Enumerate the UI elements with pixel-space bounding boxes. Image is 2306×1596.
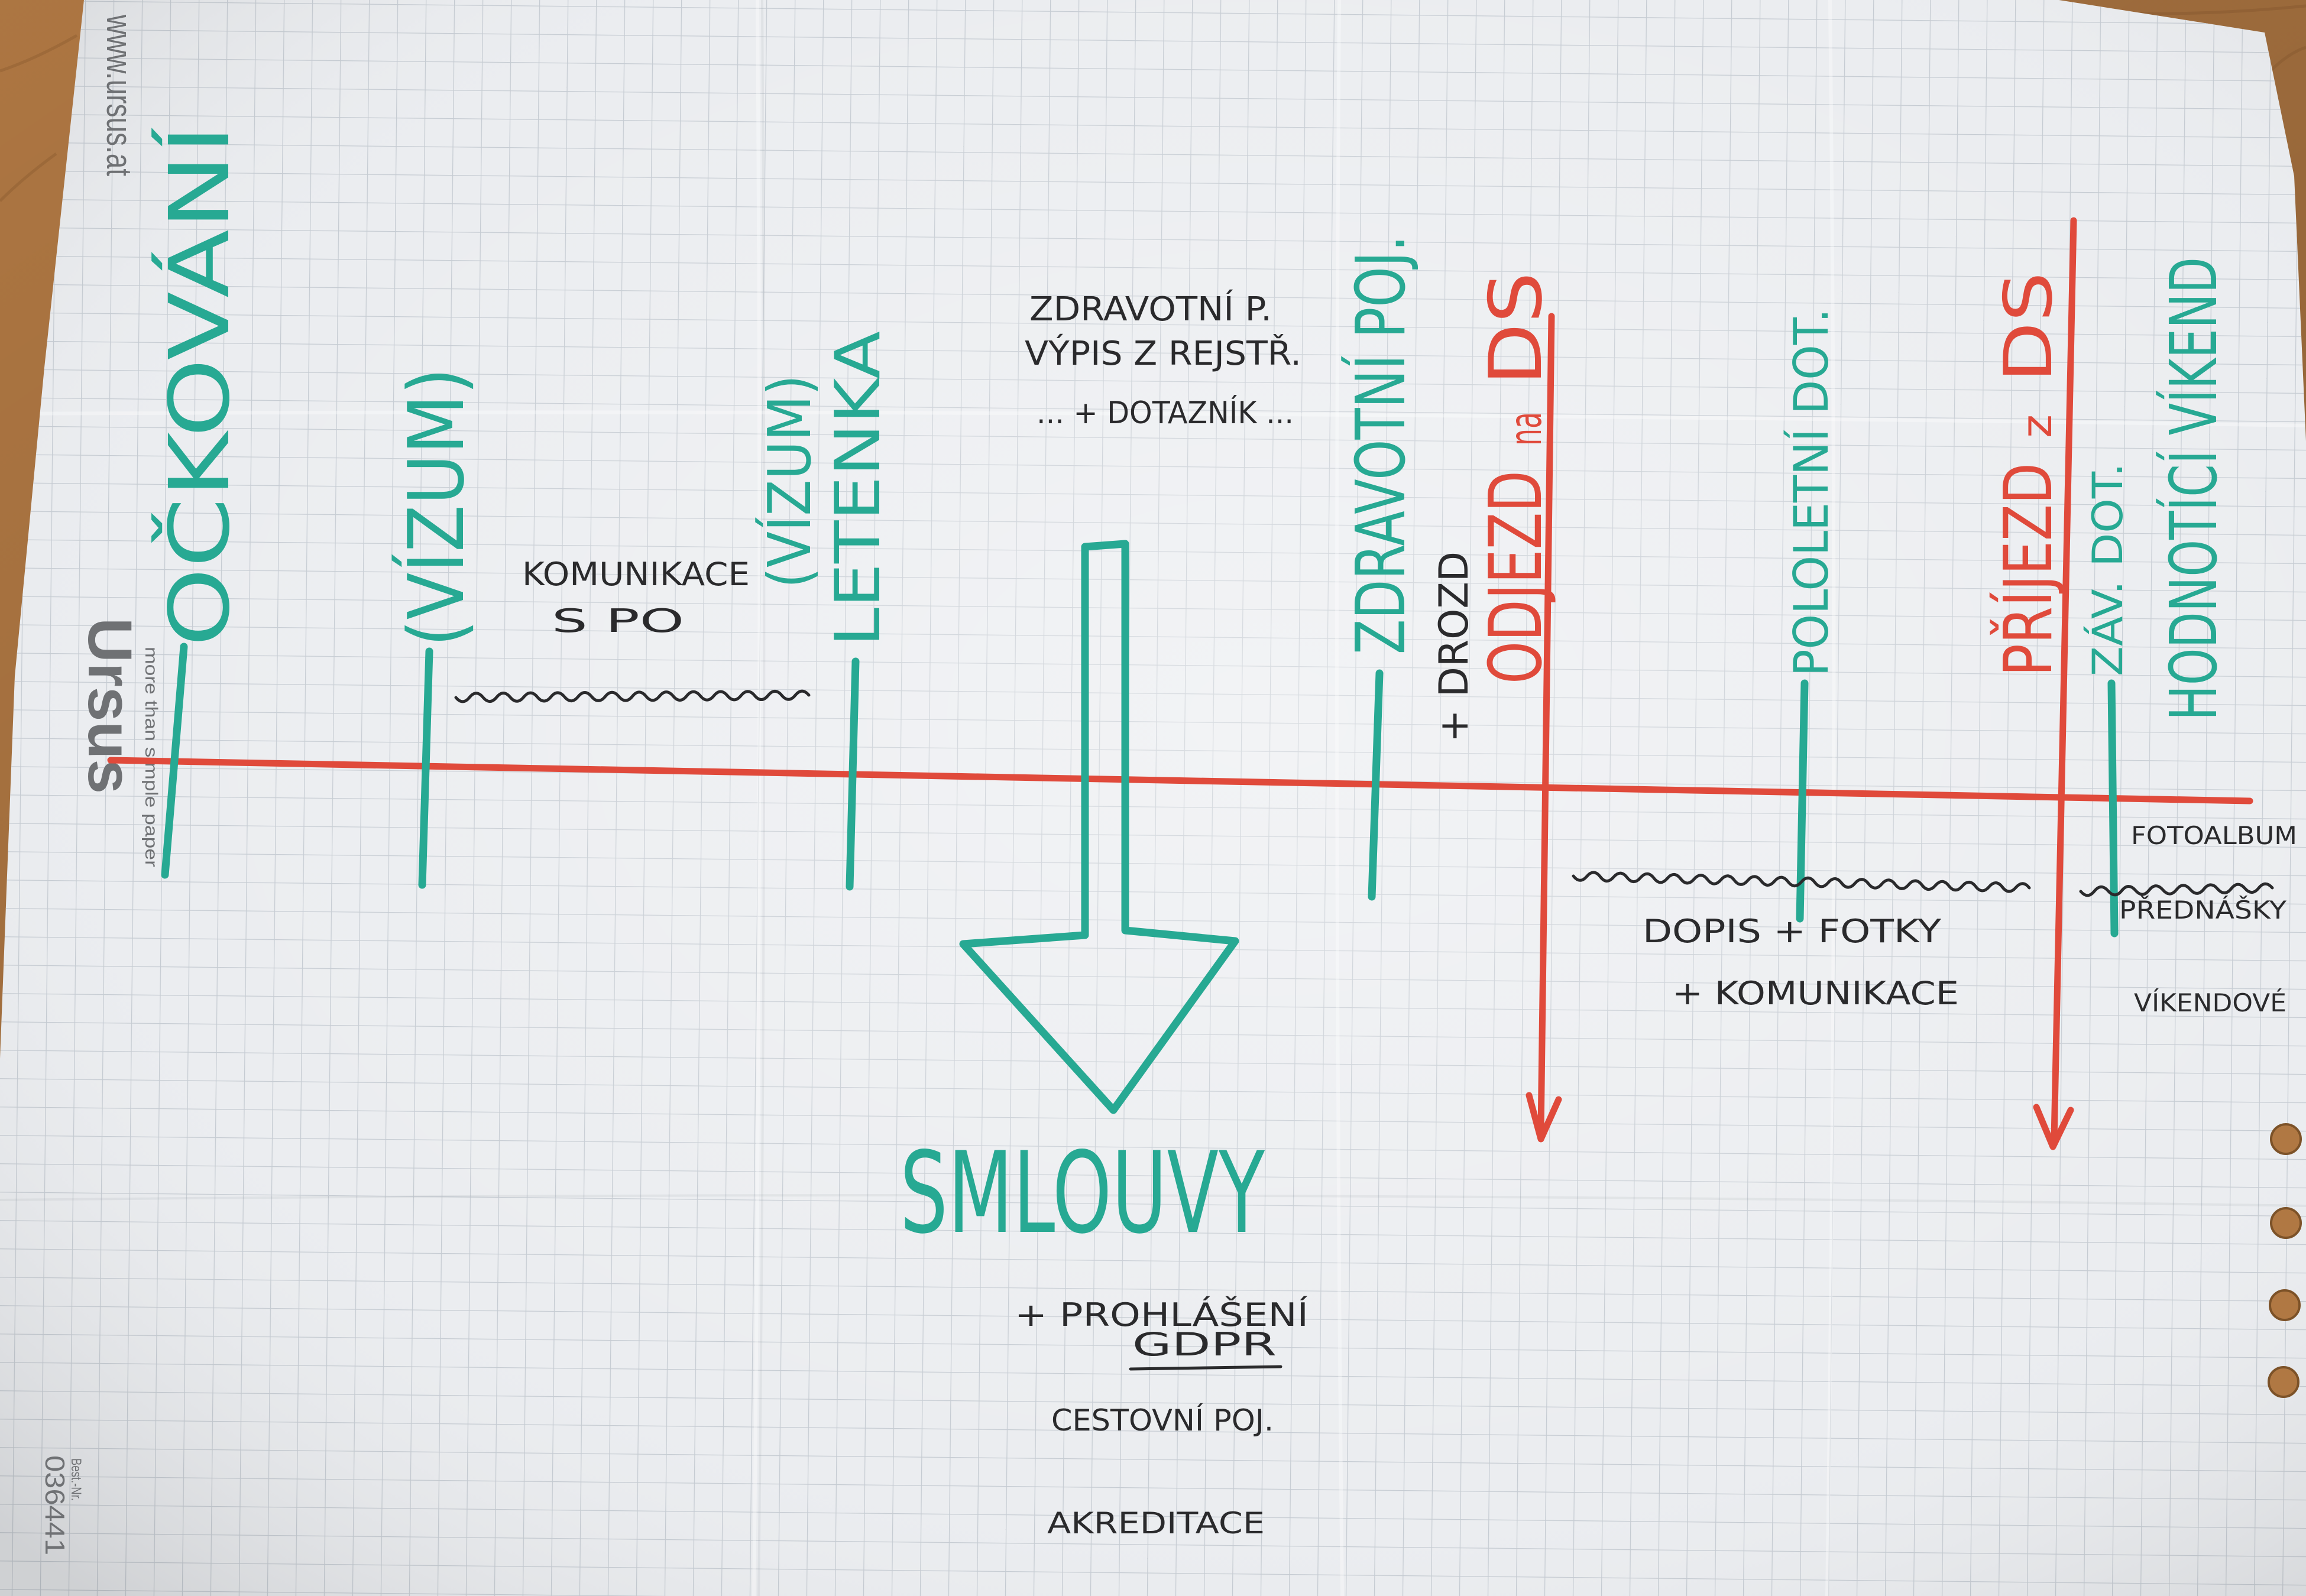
milestone-tick — [2107, 679, 2119, 938]
note-questionnaire: ... + DOTAZNÍK ... — [1037, 395, 1294, 431]
note-health-document: ZDRAVOTNÍ P. — [1029, 290, 1272, 329]
milestone-tick — [418, 647, 433, 889]
punch-hole — [2269, 1289, 2301, 1321]
arrival-arrowhead — [2033, 1104, 2074, 1150]
departure-place: DS — [1474, 272, 1559, 385]
wavy-underline — [454, 689, 811, 703]
arrival-place: DS — [1990, 272, 2067, 382]
wood-grain — [2269, 46, 2306, 72]
fold-crease — [1825, 0, 1836, 1596]
note-lectures: PŘEDNÁŠKY — [2119, 895, 2286, 924]
wavy-underline — [2079, 882, 2274, 897]
brand-url: www.ursus.at — [99, 14, 139, 176]
note-photo-album: FOTOALBUM — [2131, 821, 2297, 850]
departure-label: ODJEZD — [1474, 471, 1559, 684]
milestone-label-visa: (VÍZUM) — [391, 368, 481, 647]
fold-crease — [757, 0, 766, 1596]
arrival-arrow-shaft — [2051, 217, 2077, 1143]
departure-connector: na — [1499, 412, 1552, 446]
milestone-label-midterm-questionnaire: POLOLETNÍ DOT. — [1783, 309, 1839, 676]
timeline-axis — [107, 757, 2253, 805]
note-criminal-record: VÝPIS Z REJSTŘ. — [1025, 335, 1301, 373]
note-communication: KOMUNIKACE — [522, 556, 750, 593]
contracts-item-accreditation: AKREDITACE — [1047, 1506, 1265, 1540]
brand-logo: Ursus — [75, 618, 144, 794]
note-weekend: VÍKENDOVÉ — [2134, 988, 2286, 1017]
punch-hole — [2268, 1366, 2299, 1398]
contracts-down-arrow — [959, 540, 1239, 1114]
contracts-item-declaration: + PROHLÁŠENÍ — [1015, 1296, 1309, 1334]
punch-hole — [2270, 1207, 2302, 1239]
note-letter-communication: + KOMUNIKACE — [1672, 975, 1959, 1012]
arrival-label: PŘÍJEZD — [1989, 463, 2067, 676]
milestone-tick — [161, 643, 188, 879]
contracts-title: SMLOUVY — [900, 1128, 1265, 1258]
contracts-item-travel-insurance: CESTOVNÍ POJ. — [1051, 1403, 1274, 1438]
departure-note: + DROZD — [1431, 552, 1478, 742]
milestone-tick — [1796, 679, 1809, 923]
departure-arrowhead — [1526, 1092, 1562, 1143]
departure-arrow-shaft — [1537, 313, 1555, 1136]
milestone-label-health-insurance: ZDRAVOTNÍ POJ. — [1340, 235, 1421, 654]
punch-hole — [2270, 1123, 2302, 1155]
milestone-label-flight-ticket: LETENKA — [822, 331, 894, 647]
arrival-connector: z — [2013, 414, 2061, 438]
note-communication-target: S PO — [552, 602, 684, 640]
milestone-tick — [846, 657, 860, 891]
fold-crease — [1335, 0, 1344, 1596]
note-letter-photos: DOPIS + FOTKY — [1643, 913, 1942, 950]
article-number-label: Best.-Nr. — [68, 1458, 84, 1501]
wood-grain — [0, 34, 78, 73]
milestone-label-evaluation-weekend: HODNOTÍCÍ VÍKEND — [2155, 257, 2231, 721]
milestone-label-final-questionnaire: ZÁV. DOT. — [2084, 463, 2132, 676]
article-number: 036441 — [40, 1455, 70, 1555]
fold-crease — [752, 0, 762, 1596]
gdpr-underline — [1129, 1365, 1282, 1371]
wavy-underline — [1572, 871, 2031, 893]
brand-tagline: more than simple paper — [141, 647, 161, 867]
fold-crease — [0, 1194, 2306, 1207]
wood-grain — [0, 152, 57, 202]
fold-crease — [0, 410, 2306, 427]
contracts-item-gdpr: GDPR — [1132, 1326, 1277, 1363]
milestone-label-visa-second: (VÍZUM) — [755, 375, 824, 588]
milestone-tick — [1368, 669, 1384, 901]
milestone-label-vaccination: OČKOVÁNÍ — [151, 125, 248, 647]
